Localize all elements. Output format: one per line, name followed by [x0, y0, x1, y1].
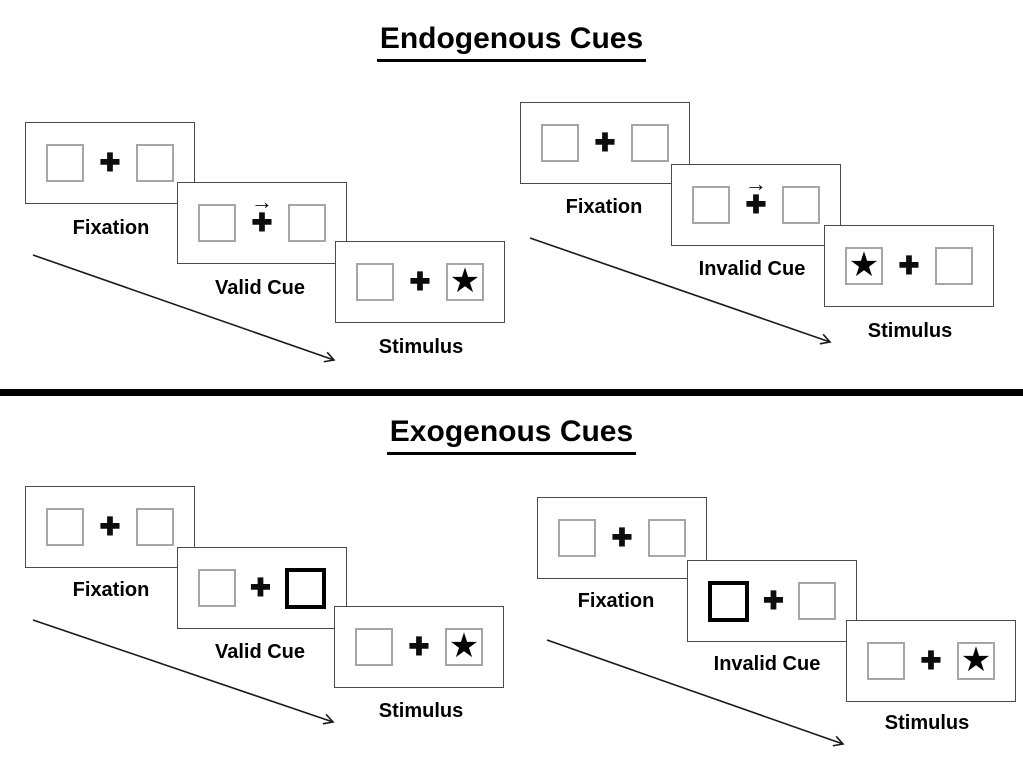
panel-valid-cue: → ✚: [177, 182, 347, 264]
sequence-arrow-exogenous-valid: [32, 619, 335, 725]
left-placeholder-box: [198, 569, 236, 607]
star-icon: ★: [960, 641, 992, 679]
panel-fixation: ✚: [537, 497, 707, 579]
panel-fixation: ✚: [25, 122, 195, 204]
panel-label: Valid Cue: [214, 641, 306, 663]
panel-label: Invalid Cue: [698, 258, 806, 280]
right-placeholder-box: [935, 247, 973, 285]
fixation-cross-icon: ✚: [920, 646, 942, 675]
star-target-box: ★: [445, 628, 483, 666]
center-symbols: ✚: [89, 487, 131, 567]
panel-stimulus: ★ ✚: [824, 225, 994, 307]
left-placeholder-box: [692, 186, 730, 224]
left-placeholder-box: [541, 124, 579, 162]
center-symbols: ✚: [584, 103, 626, 183]
section-title-exogenous: Exogenous Cues: [0, 415, 1023, 455]
section-title-text: Endogenous Cues: [376, 22, 647, 62]
star-icon: ★: [448, 627, 480, 665]
center-symbols: ✚: [398, 607, 440, 687]
star-icon: ★: [848, 246, 880, 284]
center-symbols: ✚: [399, 242, 441, 322]
left-placeholder-box: [46, 508, 84, 546]
left-placeholder-box: [355, 628, 393, 666]
left-placeholder-box: [867, 642, 905, 680]
fixation-cross-icon: ✚: [898, 251, 920, 280]
fixation-cross-icon: ✚: [408, 632, 430, 661]
center-symbols: → ✚: [735, 165, 777, 245]
panel-label: Invalid Cue: [713, 653, 821, 675]
panel-fixation: ✚: [25, 486, 195, 568]
right-placeholder-box: [798, 582, 836, 620]
left-placeholder-box: [558, 519, 596, 557]
panel-invalid-cue: ✚: [687, 560, 857, 642]
fixation-cross-icon: ✚: [409, 267, 431, 296]
panel-stimulus: ✚ ★: [335, 241, 505, 323]
highlighted-cue-box: [708, 580, 749, 622]
center-symbols: → ✚: [241, 183, 283, 263]
star-icon: ★: [449, 262, 481, 300]
center-symbols: ✚: [888, 226, 930, 306]
fixation-cross-icon: ✚: [99, 148, 121, 177]
left-placeholder-box: [356, 263, 394, 301]
panel-stimulus: ✚ ★: [846, 620, 1016, 702]
left-placeholder-box: [46, 144, 84, 182]
panel-stimulus: ✚ ★: [334, 606, 504, 688]
fixation-cross-icon: ✚: [763, 586, 784, 615]
center-symbols: ✚: [910, 621, 952, 701]
fixation-cross-icon: ✚: [250, 573, 271, 602]
panel-label: Stimulus: [867, 320, 953, 342]
panel-label: Stimulus: [378, 700, 464, 722]
star-target-box: ★: [446, 263, 484, 301]
section-divider: [0, 389, 1023, 396]
section-title-endogenous: Endogenous Cues: [0, 22, 1023, 62]
cue-arrow-icon: →: [251, 189, 273, 214]
left-placeholder-box: [198, 204, 236, 242]
right-placeholder-box: [136, 144, 174, 182]
panel-label: Fixation: [72, 579, 150, 601]
highlighted-cue-box: [285, 567, 326, 609]
right-placeholder-box: [288, 204, 326, 242]
cue-arrow-icon: →: [745, 171, 767, 196]
center-symbols: ✚: [89, 123, 131, 203]
panel-label: Stimulus: [378, 336, 464, 358]
center-symbols: ✚: [240, 548, 282, 628]
panel-label: Stimulus: [884, 712, 970, 734]
right-placeholder-box: [136, 508, 174, 546]
right-placeholder-box: [782, 186, 820, 224]
right-placeholder-box: [631, 124, 669, 162]
star-target-box: ★: [845, 247, 883, 285]
fixation-cross-icon: ✚: [611, 523, 633, 552]
right-placeholder-box: [648, 519, 686, 557]
panel-invalid-cue: → ✚: [671, 164, 841, 246]
fixation-cross-icon: ✚: [99, 512, 121, 541]
section-title-text: Exogenous Cues: [386, 415, 637, 455]
panel-fixation: ✚: [520, 102, 690, 184]
center-symbols: ✚: [753, 561, 795, 641]
panel-label: Fixation: [72, 217, 150, 239]
center-symbols: ✚: [601, 498, 643, 578]
panel-label: Valid Cue: [214, 277, 306, 299]
fixation-cross-icon: ✚: [251, 208, 273, 237]
panel-label: Fixation: [565, 196, 643, 218]
panel-valid-cue: ✚: [177, 547, 347, 629]
sequence-arrow-endogenous-invalid: [529, 237, 832, 345]
fixation-cross-icon: ✚: [594, 128, 616, 157]
panel-label: Fixation: [577, 590, 655, 612]
sequence-arrow-endogenous-valid: [32, 254, 336, 363]
star-target-box: ★: [957, 642, 995, 680]
fixation-cross-icon: ✚: [745, 190, 767, 219]
